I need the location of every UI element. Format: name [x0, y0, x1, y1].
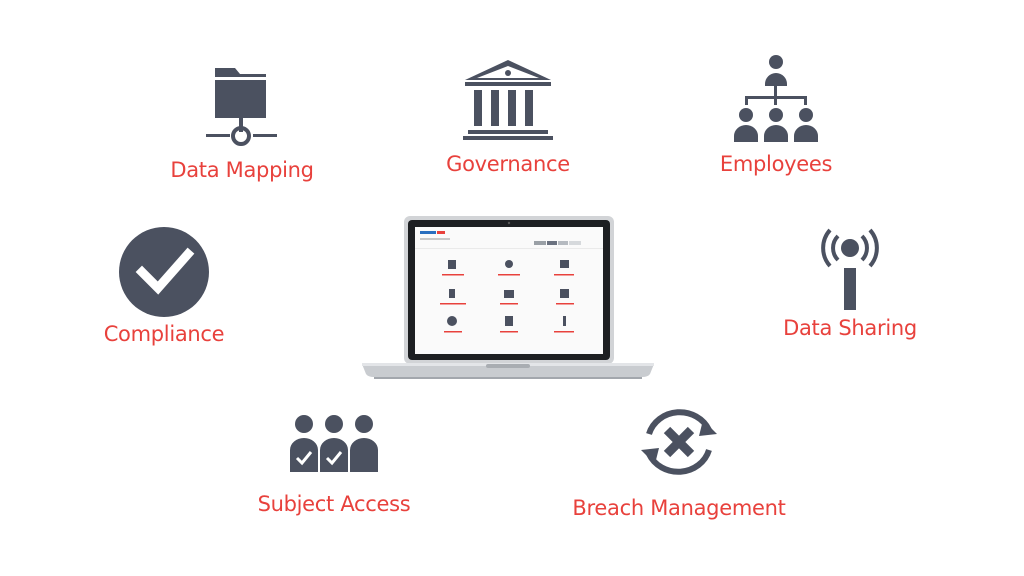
broadcast-antenna-icon	[821, 228, 879, 310]
laptop-mockup	[358, 214, 658, 389]
laptop-icon	[362, 216, 654, 379]
feature-breach-management: Breach Management	[572, 404, 786, 520]
feature-label-employees: Employees	[719, 152, 833, 176]
feature-label-breach-management: Breach Management	[572, 496, 786, 520]
feature-label-subject-access: Subject Access	[257, 492, 411, 516]
people-check-icon	[290, 415, 378, 472]
feature-employees: Employees	[704, 54, 848, 176]
checkmark-circle-icon	[119, 227, 209, 317]
feature-subject-access: Subject Access	[258, 414, 411, 516]
feature-label-data-sharing: Data Sharing	[783, 316, 917, 340]
feature-label-data-mapping: Data Mapping	[170, 158, 314, 182]
feature-compliance: Compliance	[92, 226, 236, 346]
feature-label-governance: Governance	[446, 152, 570, 176]
org-chart-icon	[734, 55, 818, 142]
breach-cycle-icon	[641, 409, 717, 475]
feature-data-sharing: Data Sharing	[778, 228, 922, 340]
bank-building-icon	[463, 60, 553, 140]
feature-label-compliance: Compliance	[103, 322, 225, 346]
feature-data-mapping: Data Mapping	[170, 62, 314, 182]
folder-network-icon	[206, 68, 277, 146]
feature-governance: Governance	[436, 58, 580, 176]
